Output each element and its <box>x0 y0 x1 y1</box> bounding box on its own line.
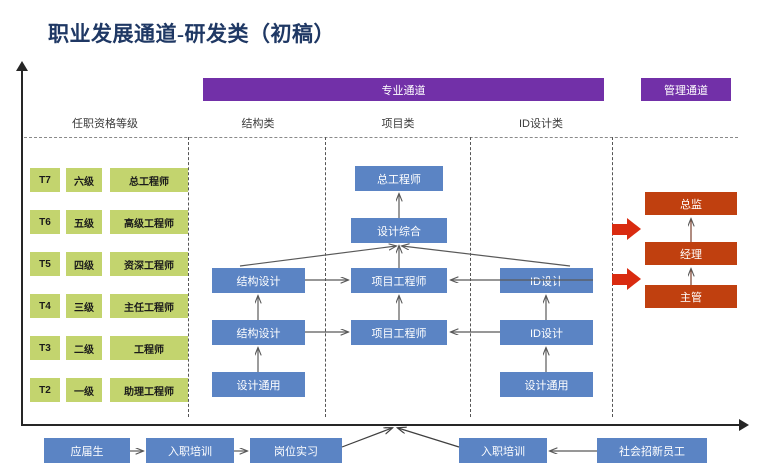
level-code-T3: T3 <box>30 336 60 360</box>
block-arrow-shaft <box>612 224 629 235</box>
role-box-synth[interactable]: 设计综合 <box>351 218 447 243</box>
mgmt-box-manager[interactable]: 经理 <box>645 242 737 265</box>
intake-box-social-hire[interactable]: 社会招新员工 <box>597 438 707 463</box>
level-rank-T4: 主任工程师 <box>110 294 188 318</box>
role-box-proj-lo[interactable]: 项目工程师 <box>351 320 447 345</box>
professional-channel-bar: 专业通道 <box>203 78 604 101</box>
role-box-id-lo[interactable]: ID设计 <box>500 320 593 345</box>
block-arrow-shaft <box>612 274 629 285</box>
wire-internship-to-pipeline <box>341 428 392 448</box>
level-code-T6: T6 <box>30 210 60 234</box>
intake-box-fresh-grad[interactable]: 应届生 <box>44 438 130 463</box>
wire-id-hi-to-synth <box>402 246 571 267</box>
level-rank-T5: 资深工程师 <box>110 252 188 276</box>
level-grade-T6: 五级 <box>66 210 102 234</box>
role-box-struct-hi[interactable]: 结构设计 <box>212 268 305 293</box>
column-separator-2 <box>325 137 326 417</box>
block-arrow-to-manager <box>612 218 642 241</box>
level-rank-T3: 工程师 <box>110 336 188 360</box>
column-header-structure: 结构类 <box>241 118 275 130</box>
horizontal-axis-arrow <box>21 419 749 431</box>
level-grade-T3: 二级 <box>66 336 102 360</box>
level-code-T2: T2 <box>30 378 60 402</box>
mgmt-box-supervisor[interactable]: 主管 <box>645 285 737 308</box>
block-arrow-head <box>627 268 641 290</box>
level-rank-T6: 高级工程师 <box>110 210 188 234</box>
column-header-levels: 任职资格等级 <box>72 118 138 130</box>
mgmt-box-director[interactable]: 总监 <box>645 192 737 215</box>
level-grade-T4: 三级 <box>66 294 102 318</box>
role-box-proj-hi[interactable]: 项目工程师 <box>351 268 447 293</box>
page-title: 职业发展通道-研发类（初稿） <box>48 22 335 46</box>
column-header-id: ID设计类 <box>519 118 563 130</box>
level-rank-T7: 总工程师 <box>110 168 188 192</box>
column-separator-1 <box>188 137 189 417</box>
role-box-gen-left[interactable]: 设计通用 <box>212 372 305 397</box>
level-code-T7: T7 <box>30 168 60 192</box>
role-box-gen-right[interactable]: 设计通用 <box>500 372 593 397</box>
role-box-chief[interactable]: 总工程师 <box>355 166 443 191</box>
block-arrow-head <box>627 218 641 240</box>
vertical-axis-arrow <box>16 61 28 426</box>
column-header-project: 项目类 <box>381 118 415 130</box>
header-divider-line <box>24 137 738 138</box>
intake-box-onboard-1[interactable]: 入职培训 <box>146 438 234 463</box>
column-separator-3 <box>470 137 471 417</box>
role-box-struct-lo[interactable]: 结构设计 <box>212 320 305 345</box>
intake-box-internship[interactable]: 岗位实习 <box>250 438 342 463</box>
management-channel-bar: 管理通道 <box>641 78 731 101</box>
block-arrow-to-supervisor <box>612 268 642 291</box>
level-code-T4: T4 <box>30 294 60 318</box>
wire-struct-hi-to-synth <box>239 246 396 267</box>
level-grade-T7: 六级 <box>66 168 102 192</box>
level-grade-T5: 四级 <box>66 252 102 276</box>
wire-onboard2-to-pipeline <box>398 428 460 448</box>
level-rank-T2: 助理工程师 <box>110 378 188 402</box>
level-grade-T2: 一级 <box>66 378 102 402</box>
role-box-id-hi[interactable]: ID设计 <box>500 268 593 293</box>
level-code-T5: T5 <box>30 252 60 276</box>
intake-box-onboard-2[interactable]: 入职培训 <box>459 438 547 463</box>
